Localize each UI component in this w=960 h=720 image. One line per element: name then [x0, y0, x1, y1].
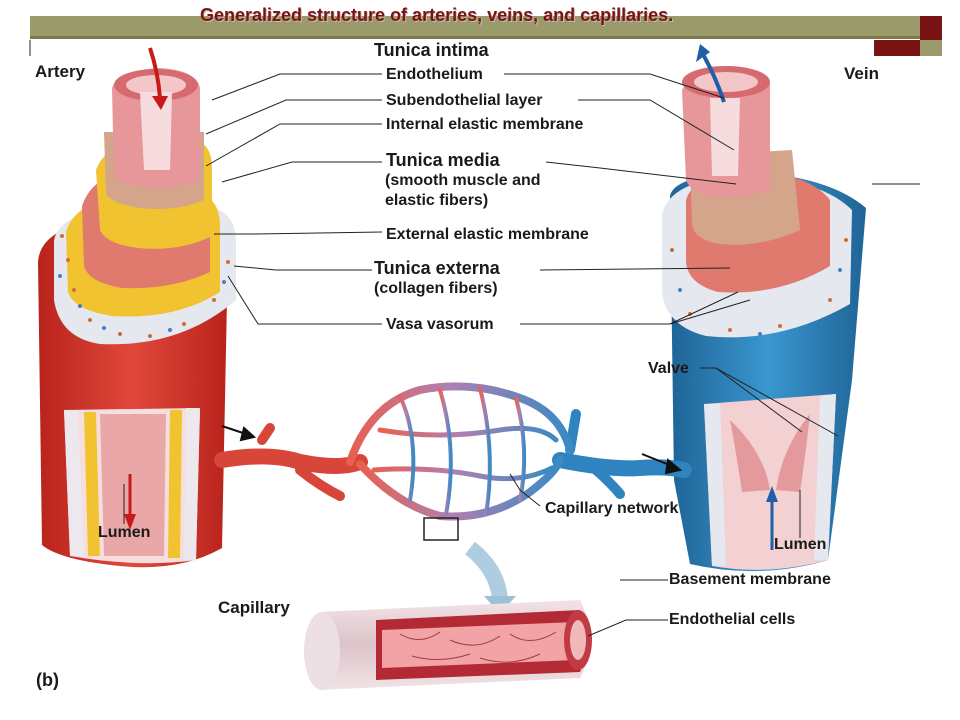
- tunica-externa-description: (collagen fibers): [374, 280, 498, 297]
- tunica-media-description: elastic fibers): [385, 192, 489, 209]
- panel-label: (b): [36, 670, 59, 690]
- vein-label: Vein: [844, 64, 879, 83]
- basement-membrane-label: Basement membrane: [669, 571, 831, 588]
- capillary-network-label: Capillary network: [545, 500, 679, 517]
- endothelial-cells-label: Endothelial cells: [669, 611, 796, 628]
- endothelium-label: Endothelium: [386, 66, 483, 83]
- artery-lumen-label: Lumen: [98, 524, 151, 541]
- subendothelial-layer-label: Subendothelial layer: [386, 92, 543, 109]
- tunica-media-description: (smooth muscle and: [385, 172, 541, 189]
- corner-block: [920, 40, 942, 56]
- title-underline: [30, 36, 920, 39]
- internal-elastic-membrane-label: Internal elastic membrane: [386, 116, 584, 133]
- valve-label: Valve: [648, 360, 689, 377]
- vein-lumen-label: Lumen: [774, 536, 827, 553]
- zoom-box: [423, 517, 459, 541]
- corner-block: [920, 16, 942, 40]
- artery-label: Artery: [35, 62, 86, 81]
- tunica-media-label: Tunica media: [386, 150, 500, 170]
- capillary-label: Capillary: [218, 598, 290, 617]
- title-bar: [30, 16, 920, 36]
- tunica-externa-label: Tunica externa: [374, 258, 500, 278]
- tunica-intima-label: Tunica intima: [374, 40, 489, 60]
- corner-block: [874, 40, 920, 56]
- vein-illustration: [662, 44, 866, 572]
- capillary-network-illustration: [214, 382, 692, 521]
- leader-lines: [29, 40, 920, 637]
- external-elastic-membrane-label: External elastic membrane: [386, 226, 589, 243]
- capillary-illustration: [304, 600, 592, 690]
- diagram-title: Generalized structure of arteries, veins…: [200, 5, 674, 25]
- artery-illustration: [38, 47, 236, 568]
- vasa-vasorum-label: Vasa vasorum: [386, 316, 494, 333]
